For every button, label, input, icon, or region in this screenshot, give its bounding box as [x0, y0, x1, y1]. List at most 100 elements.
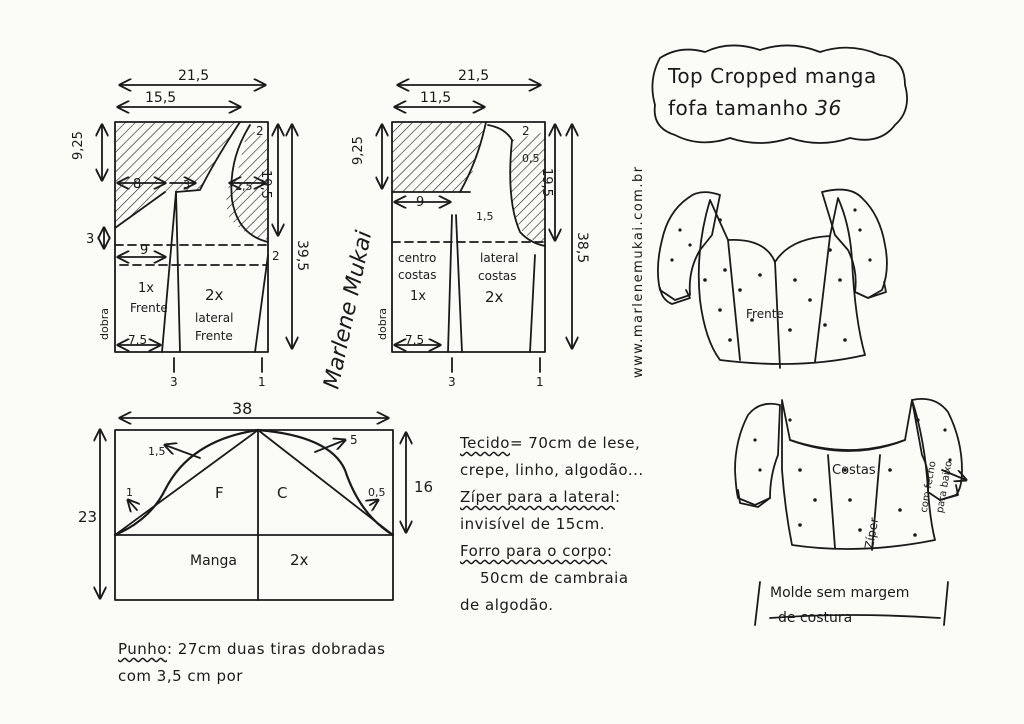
back-dim-left-upper: 9,25	[351, 136, 366, 165]
front-neckline-hatch	[115, 122, 240, 228]
back-armhole-hatch	[510, 132, 545, 245]
front-top-illustration	[657, 188, 888, 369]
footer-note-bracket	[754, 581, 949, 626]
front-width-top: 21,5	[178, 68, 209, 84]
front-side-line1: lateral	[195, 311, 233, 325]
sleeve-back-diagonal	[257, 429, 394, 536]
front-fold-label: dobra	[98, 308, 111, 340]
back-dim-19-5: 19,5	[539, 168, 554, 197]
front-center-seam	[175, 121, 241, 353]
back-side-qty: 2x	[485, 288, 504, 306]
front-left-cuff	[659, 287, 691, 305]
back-bodice-pattern	[382, 85, 572, 373]
front-bodice-pattern	[102, 85, 292, 373]
website-url: www.marlenemukai.com.br	[631, 165, 646, 378]
sleeve-height-right: 16	[414, 478, 433, 496]
illustration-zipper-label: Zíper	[862, 517, 881, 551]
title-line2: fofa tamanho	[668, 96, 809, 120]
back-side-line2: costas	[478, 269, 517, 283]
front-armhole-curve	[230, 124, 269, 243]
title-cloud	[651, 44, 908, 144]
back-center-qty: 1x	[410, 289, 426, 304]
back-top-illustration	[734, 397, 966, 551]
front-neck-edge	[114, 191, 166, 229]
sleeve-back-label: C	[277, 484, 287, 502]
sleeve-front-diagonal	[114, 429, 259, 536]
materials-notes: Tecido= 70cm de lese, crepe, linho, algo…	[460, 430, 644, 619]
back-center-line2: costas	[398, 268, 437, 282]
back-side-seam	[529, 254, 536, 353]
back-side-line1: lateral	[480, 251, 518, 265]
lining-line1: :	[607, 542, 613, 560]
back-dart	[447, 214, 463, 353]
front-dim-7-5: 7,5	[128, 333, 147, 347]
sleeve-pattern	[100, 418, 406, 601]
back-outline	[391, 121, 546, 353]
polka-dots	[670, 208, 952, 537]
front-outline	[114, 121, 269, 353]
back-neck-curve	[459, 121, 487, 193]
front-dim-top-right: 2	[256, 124, 264, 138]
sleeve-qty: 2x	[290, 551, 309, 569]
back-dim-1-5: 1,5	[476, 210, 494, 223]
front-dim-left-3: 3	[86, 232, 94, 247]
cuff-line2: com 3,5 cm por	[118, 667, 243, 685]
front-left-sleeve	[657, 191, 721, 301]
front-right-cuff	[867, 281, 887, 299]
back-width-inner: 11,5	[420, 90, 451, 106]
sleeve-dim-0-5: 0,5	[368, 486, 386, 499]
front-dim-right-2: 2	[272, 249, 280, 263]
title-size: 36	[815, 96, 842, 120]
front-dart-line-left	[161, 191, 177, 353]
zipper-line2: invisível de 15cm.	[460, 515, 605, 533]
front-center-qty: 1x	[138, 281, 154, 296]
front-dim-2-5: 2,5	[235, 180, 253, 193]
sleeve-dim-5: 5	[350, 433, 358, 447]
lining-note: Forro para o corpo:	[460, 538, 644, 565]
pattern-title: Top Cropped manga fofa tamanho 36	[668, 60, 908, 124]
front-bottom-1: 1	[258, 375, 266, 389]
front-dim-19-5: 19,5	[258, 170, 273, 199]
back-right-sleeve	[911, 397, 963, 501]
back-center-line1: centro	[398, 251, 436, 265]
front-bodice-shape	[697, 197, 866, 365]
sleeve-width: 38	[232, 399, 252, 418]
footer-note-line1: Molde sem margem	[770, 585, 909, 601]
illustration-zipper-note-2: para baixo	[935, 460, 955, 514]
cuff-line1-wrap: Punho: 27cm duas tiras dobradas	[118, 636, 385, 663]
back-dim-9: 9	[416, 195, 424, 210]
lining-label: Forro para o corpo	[460, 542, 608, 560]
back-right-cuff	[939, 484, 959, 501]
cuff-line1: : 27cm duas tiras dobradas	[166, 640, 386, 658]
front-center-name: Frente	[130, 301, 168, 315]
fabric-line2: crepe, linho, algodão...	[460, 461, 644, 479]
front-width-inner: 15,5	[145, 90, 176, 106]
lining-line2: 50cm de cambraia	[480, 569, 629, 587]
footer-note-line2: de costura	[778, 610, 852, 626]
front-right-sleeve	[821, 188, 888, 299]
designer-signature: Marlene Mukai	[319, 229, 377, 392]
sleeve-height-left: 23	[78, 508, 97, 526]
front-dim-8: 8	[133, 177, 141, 192]
front-seam-lines	[727, 235, 831, 369]
back-dim-7-5: 7,5	[405, 333, 424, 347]
front-dim-9: 9	[140, 243, 148, 258]
zipper-note: Zíper para a lateral:	[460, 484, 644, 511]
back-dim-0-5: 0,5	[522, 152, 540, 165]
front-dim-left-upper: 9,25	[71, 131, 86, 160]
back-width-top: 21,5	[458, 68, 489, 84]
back-dim-top-right: 2	[522, 124, 530, 138]
sleeve-dim-1: 1	[126, 486, 133, 499]
front-side-seam	[254, 254, 269, 353]
back-armhole-curve	[487, 124, 546, 247]
zipper-label: Zíper para a lateral	[460, 488, 615, 506]
back-neckline	[789, 439, 906, 452]
cuff-label: Punho	[118, 640, 167, 658]
front-bottom-3: 3	[170, 375, 178, 389]
cuff-note: Punho: 27cm duas tiras dobradas com 3,5 …	[118, 636, 385, 690]
back-bottom-1: 1	[536, 375, 544, 389]
sleeve-name: Manga	[190, 553, 237, 569]
sleeve-dim-1-5: 1,5	[148, 445, 166, 458]
title-line2-wrap: fofa tamanho 36	[668, 92, 908, 124]
